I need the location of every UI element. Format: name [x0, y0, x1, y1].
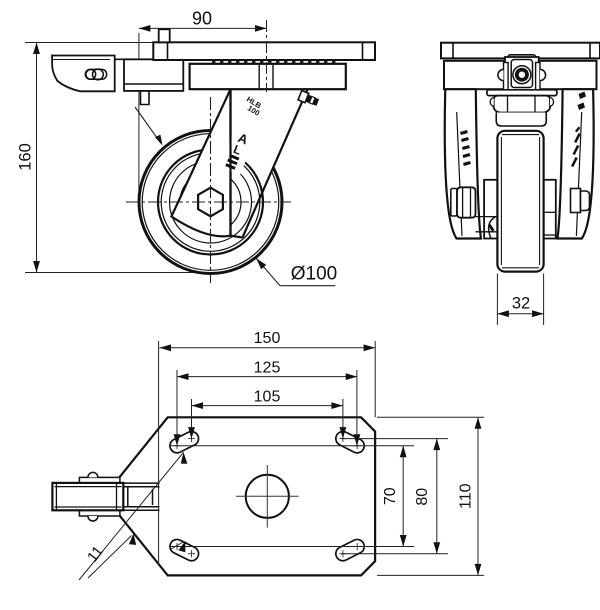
svg-text:110: 110 — [458, 483, 475, 509]
svg-text:160: 160 — [17, 143, 35, 171]
svg-text:150: 150 — [254, 330, 281, 347]
svg-text:125: 125 — [254, 359, 281, 376]
svg-text:80: 80 — [414, 488, 431, 506]
svg-text:105: 105 — [254, 389, 281, 406]
svg-text:Ø100: Ø100 — [291, 264, 337, 285]
svg-text:90: 90 — [192, 8, 212, 28]
svg-text:32: 32 — [512, 295, 530, 313]
svg-text:70: 70 — [382, 487, 399, 505]
